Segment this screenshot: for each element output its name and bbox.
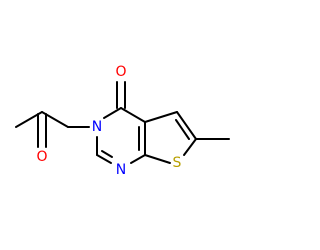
atom-oxygen-side-ketone: O	[36, 149, 47, 165]
bond-c6-s	[183, 138, 197, 156]
atom-sulfur: S	[173, 155, 182, 171]
bond-s-c7a	[144, 154, 171, 164]
bond-n1-c2-inner	[101, 150, 113, 158]
bond-c7a-n1	[130, 154, 146, 164]
atom-oxygen-ring-carbonyl: O	[115, 64, 126, 80]
atom-nitrogen-imine: N	[116, 162, 126, 178]
bond-c4a-c5	[144, 111, 178, 123]
atom-nitrogen-substituted: N	[92, 119, 102, 135]
bond-n1-c2	[96, 154, 112, 164]
bond-c5-c6	[176, 111, 197, 140]
bond-n3-c4	[103, 107, 122, 119]
bond-c5-c6-inner	[175, 119, 190, 140]
atom-labels: O O N N S	[36, 64, 181, 178]
bond-lines	[15, 81, 230, 164]
bond-c4-c4a	[120, 107, 146, 123]
chemical-structure: O O N N S	[15, 64, 230, 178]
